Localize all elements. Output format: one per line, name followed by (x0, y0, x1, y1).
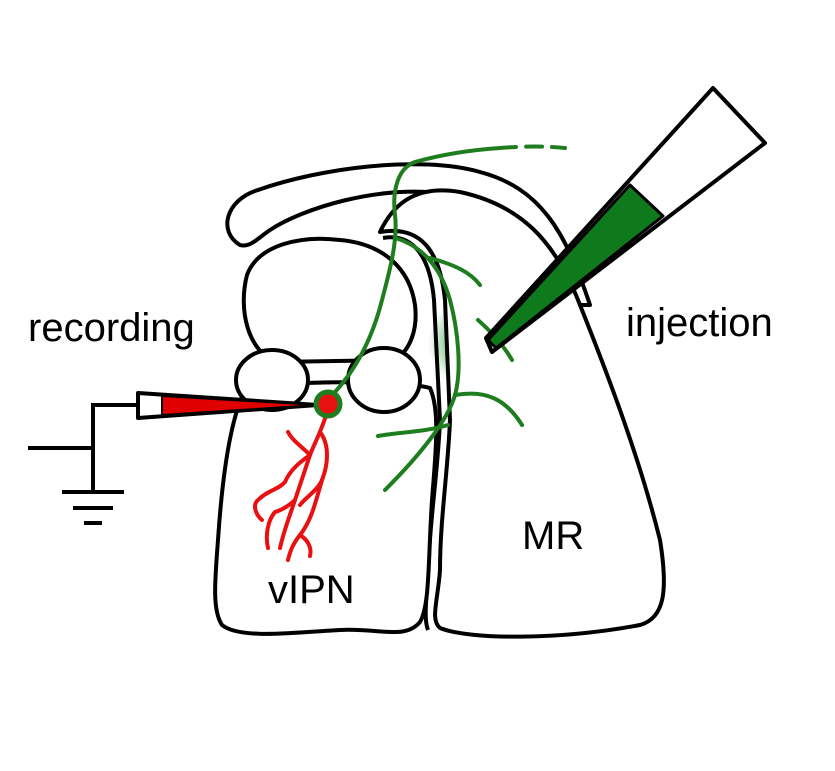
recorded-neuron-dendrites (253, 410, 329, 562)
recording-label: recording (28, 306, 195, 350)
dorsal-arch-outline (225, 162, 592, 307)
vipn-region-outline (213, 380, 439, 636)
ground-symbol (28, 446, 124, 525)
recorded-neuron-soma (313, 389, 343, 419)
labeled-axons (333, 144, 567, 492)
mr-label: MR (522, 514, 585, 558)
vipn-label: vIPN (268, 568, 355, 612)
recording-pipette (91, 391, 320, 448)
injection-label: injection (626, 301, 773, 345)
upper-lobe-outline (241, 236, 418, 364)
right-circle-structure (346, 346, 422, 414)
injection-pipette (484, 86, 767, 354)
